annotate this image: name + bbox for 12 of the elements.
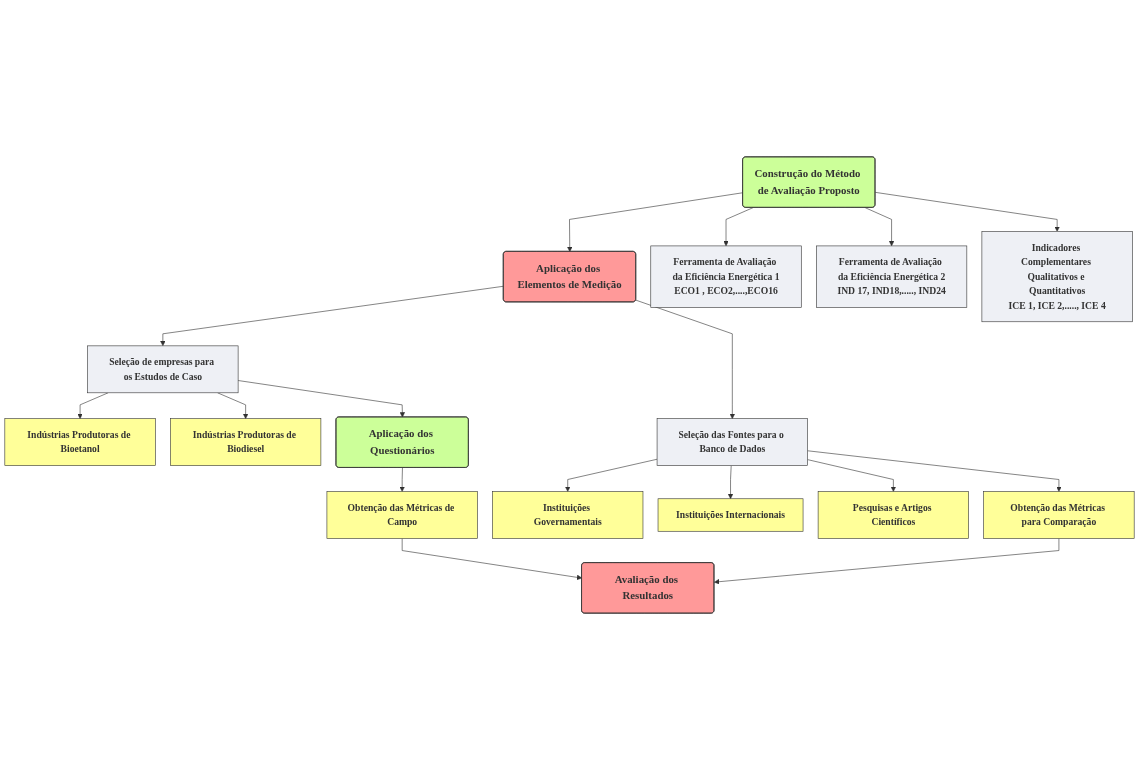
node-box: Indicadores Complementares Qualitativos e Quantitativos ICE 1, ICE 2,....., ICE 4 <box>981 230 1133 322</box>
node-box: Seleção das Fontes para o Banco de Dados <box>656 417 808 466</box>
node-box: Seleção de empresas para os Estudos de Caso <box>87 345 239 393</box>
node-box: Instituições Governamentais <box>492 490 644 539</box>
node-box: Obtenção das Métricas de Campo <box>326 490 478 539</box>
node-box: Obtenção das Métricas para Comparação <box>983 490 1135 539</box>
node-box: Ferramenta de Avaliação da Eficiência Energética 2 IND 17, IND18,....., IND24 <box>816 245 968 308</box>
node-box: Instituições Internacionais <box>657 497 804 532</box>
node-box: Pesquisas e Artigos Científicos <box>817 490 969 539</box>
node-box: Indústrias Produtoras de Bioetanol <box>4 417 156 466</box>
node-box: Indústrias Produtoras de Biodiesel <box>170 417 322 466</box>
node-box: Ferramenta de Avaliação da Eficiência Energética 1 ECO1 , ECO2,....,ECO16 <box>650 245 802 308</box>
